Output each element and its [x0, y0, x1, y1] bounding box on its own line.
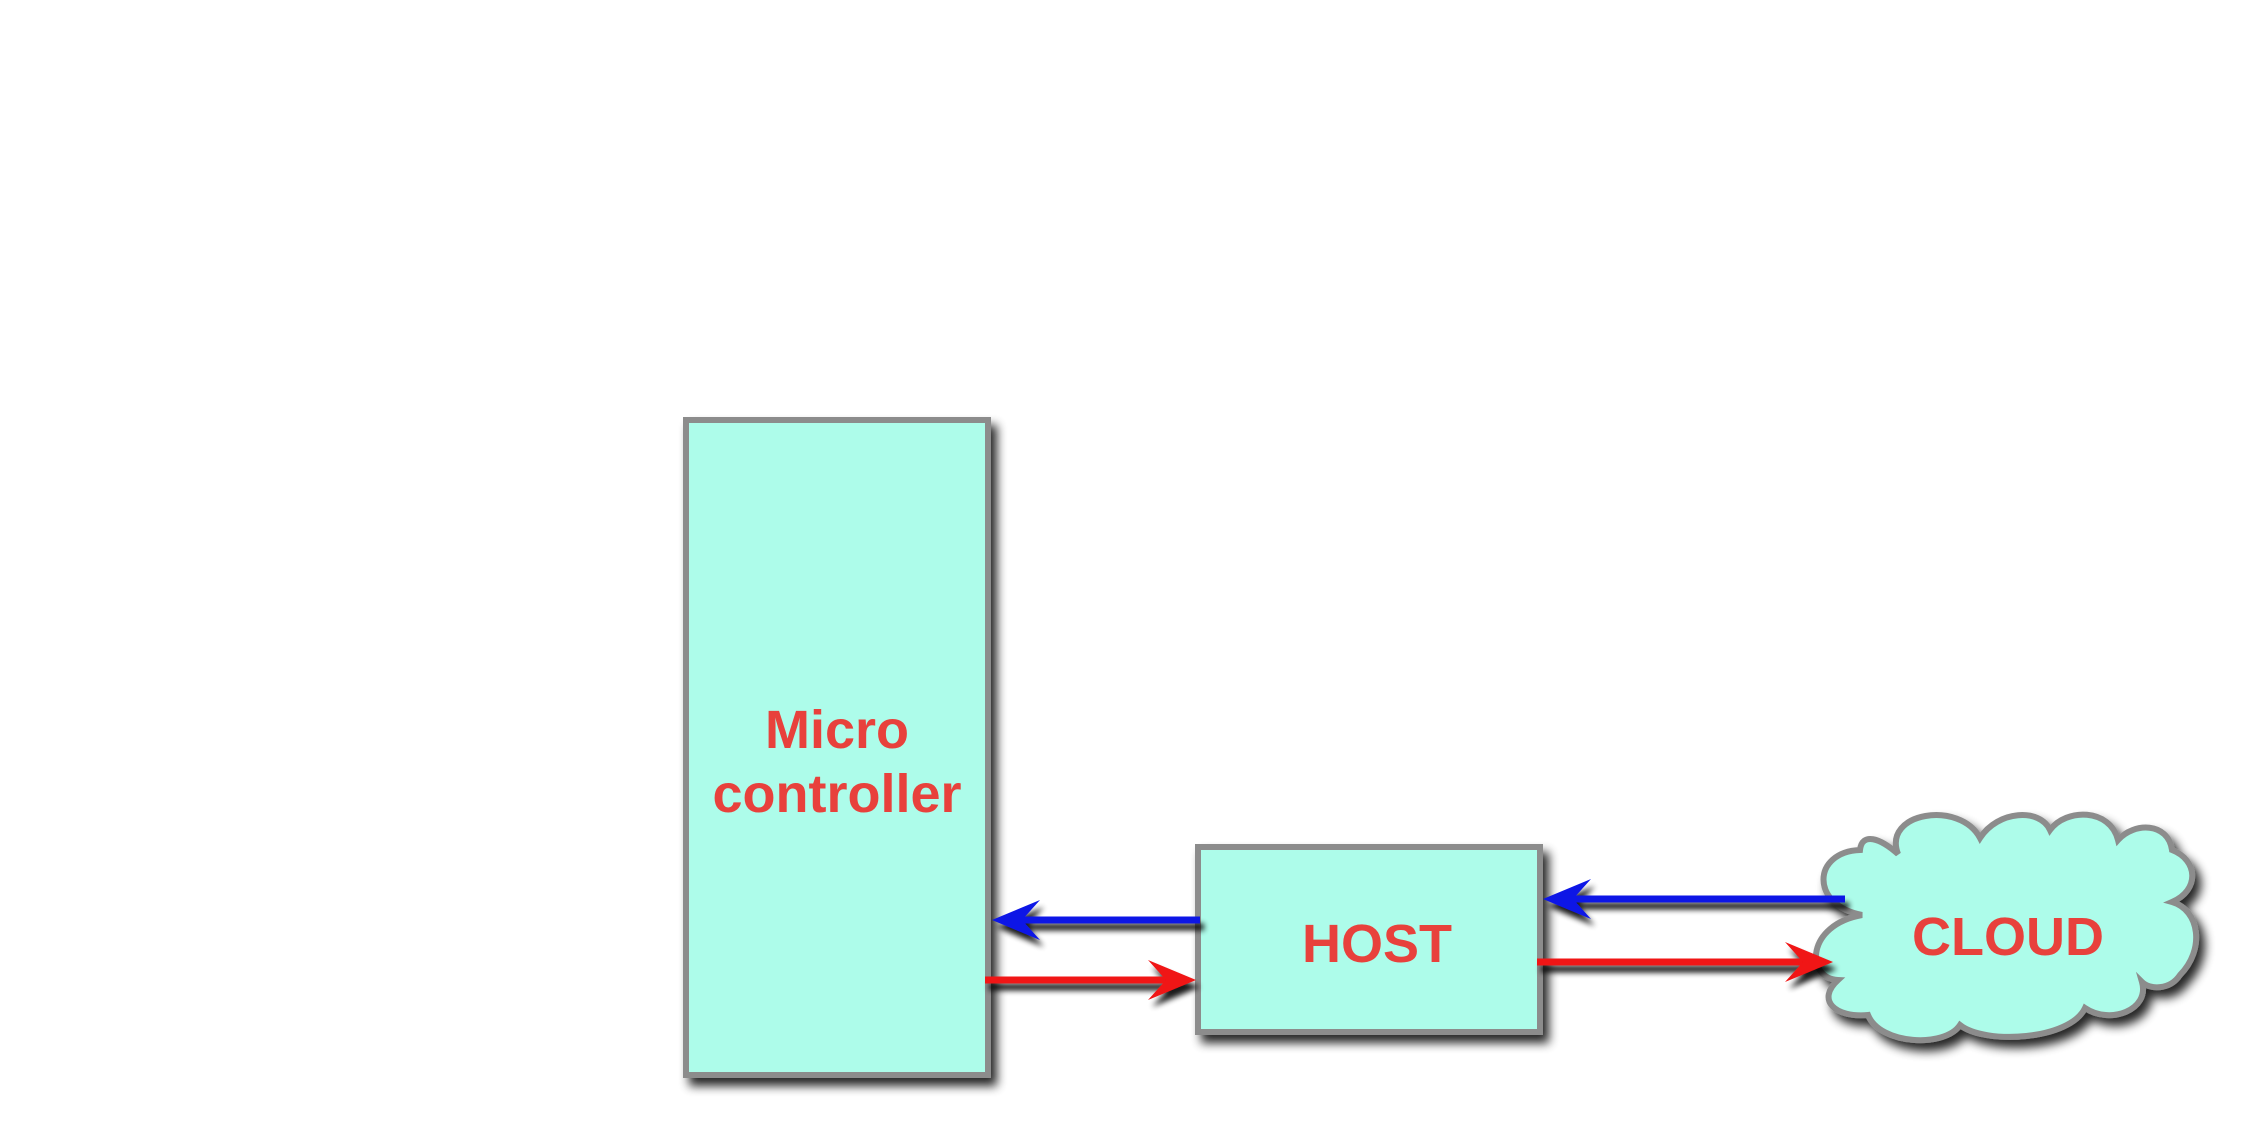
- microcontroller-label-line2: controller: [712, 764, 961, 824]
- arrow-cloud-to-host: [1543, 879, 1845, 919]
- arrow-host-to-microcontroller: [992, 900, 1200, 940]
- cloud-shape: [1812, 811, 2200, 1044]
- arrowhead-icon: [992, 900, 1040, 940]
- host-label: HOST: [1302, 914, 1452, 974]
- arrowhead-icon: [1785, 942, 1833, 982]
- microcontroller-node: Micro controller: [683, 417, 991, 1078]
- microcontroller-label-line1: Micro: [765, 700, 909, 760]
- cloud-node: CLOUD: [1812, 811, 2200, 1044]
- host-node: HOST: [1195, 844, 1543, 1035]
- host-box: [1195, 844, 1543, 1035]
- arrow-host-to-cloud: [1537, 942, 1833, 982]
- arrowhead-icon: [1543, 879, 1591, 919]
- arrow-microcontroller-to-host: [985, 960, 1196, 1000]
- microcontroller-box: [683, 417, 991, 1078]
- cloud-label: CLOUD: [1912, 907, 2104, 967]
- arrowhead-icon: [1148, 960, 1196, 1000]
